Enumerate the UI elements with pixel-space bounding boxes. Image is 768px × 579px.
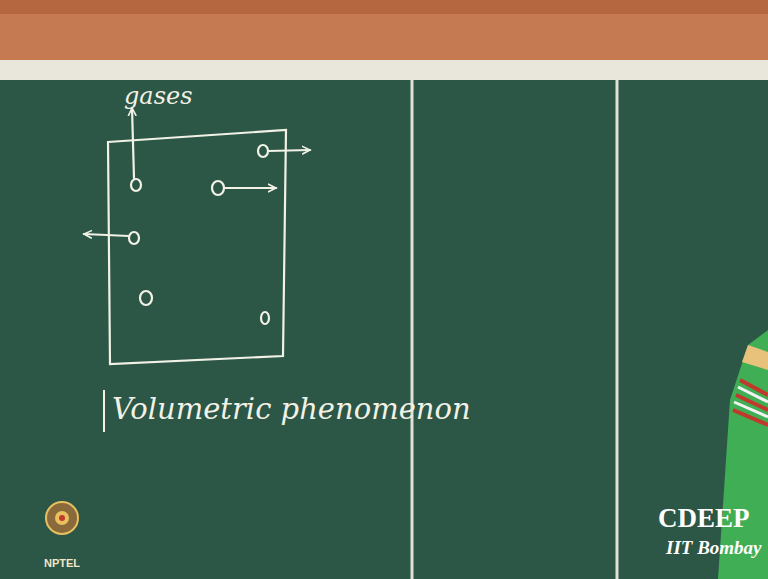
board-divider [616,80,619,579]
board-divider [411,80,414,579]
board-frame [0,60,768,80]
chalk-label: gases [124,82,193,110]
chalk-stroke [103,390,105,432]
logo-text: NPTEL [44,557,80,569]
gas-container [84,108,310,364]
watermark: CDEEP [658,503,750,534]
wall [0,0,768,62]
wall-shadow [0,0,768,14]
board [0,80,768,579]
watermark: IIT Bombay [666,537,762,559]
chalk-heading: Volumetric phenomenon [112,392,471,426]
nptel-logo [46,502,78,534]
